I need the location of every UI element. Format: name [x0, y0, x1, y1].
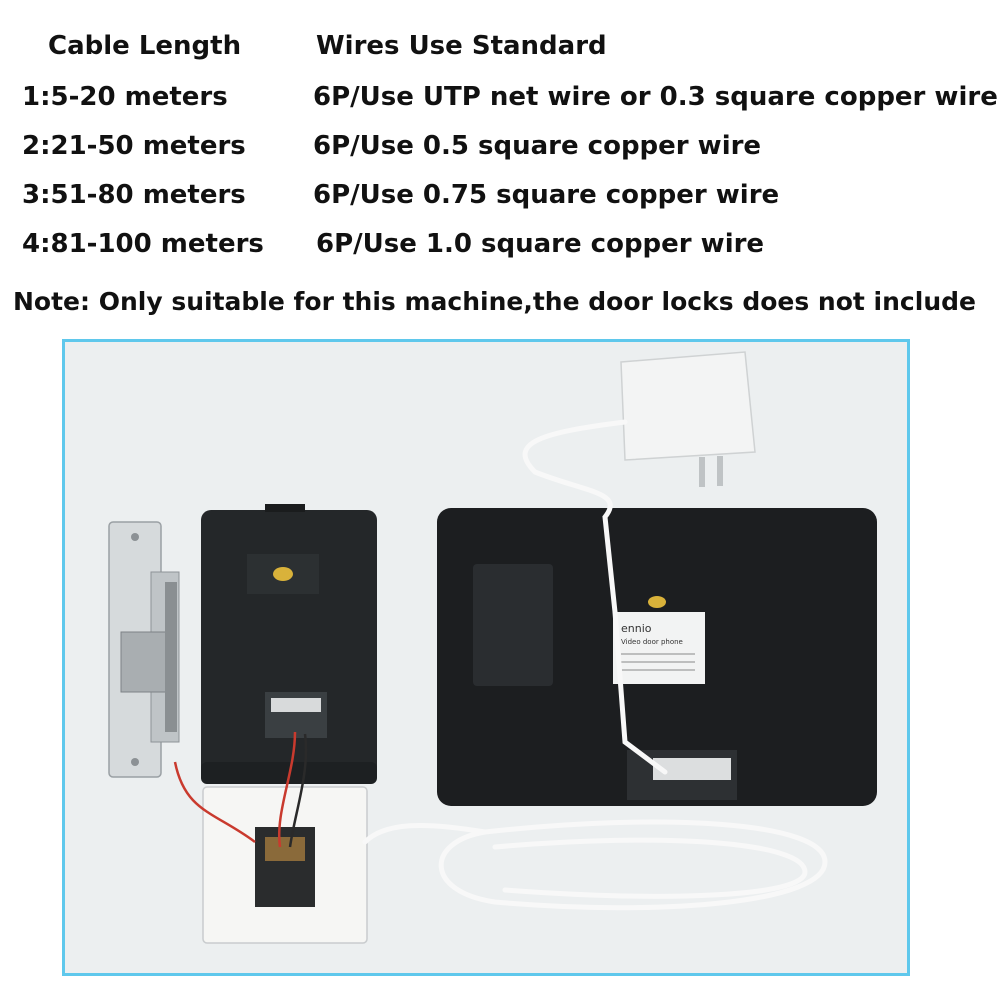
note-text: Note: Only suitable for this machine,the…: [13, 287, 976, 316]
row-2-length: 2:21-50 meters: [22, 131, 246, 161]
row-3-length: 3:51-80 meters: [22, 180, 246, 210]
header-cable-length: Cable Length: [48, 31, 242, 61]
row-4-length: 4:81-100 meters: [22, 229, 264, 259]
header-wires-standard: Wires Use Standard: [316, 31, 607, 61]
monitor-brand: ennio: [621, 622, 652, 635]
indoor-monitor: ennio Video door phone: [437, 508, 877, 806]
wall-socket-plate: [202, 786, 368, 944]
row-4-standard: 6P/Use 1.0 square copper wire: [316, 229, 765, 259]
electric-strike-lock: [108, 521, 180, 778]
white-cables: [362, 419, 828, 911]
outdoor-camera-unit: [201, 504, 377, 784]
row-1-length: 1:5-20 meters: [22, 82, 228, 112]
power-adapter: [620, 351, 756, 487]
row-3-standard: 6P/Use 0.75 square copper wire: [313, 180, 780, 210]
colored-wires: [173, 731, 308, 848]
product-illustration: ennio Video door phone: [65, 342, 907, 973]
monitor-label: Video door phone: [621, 638, 683, 646]
row-2-standard: 6P/Use 0.5 square copper wire: [313, 131, 762, 161]
row-1-standard: 6P/Use UTP net wire or 0.3 square copper…: [313, 82, 998, 112]
product-photo: ennio Video door phone: [62, 339, 910, 976]
